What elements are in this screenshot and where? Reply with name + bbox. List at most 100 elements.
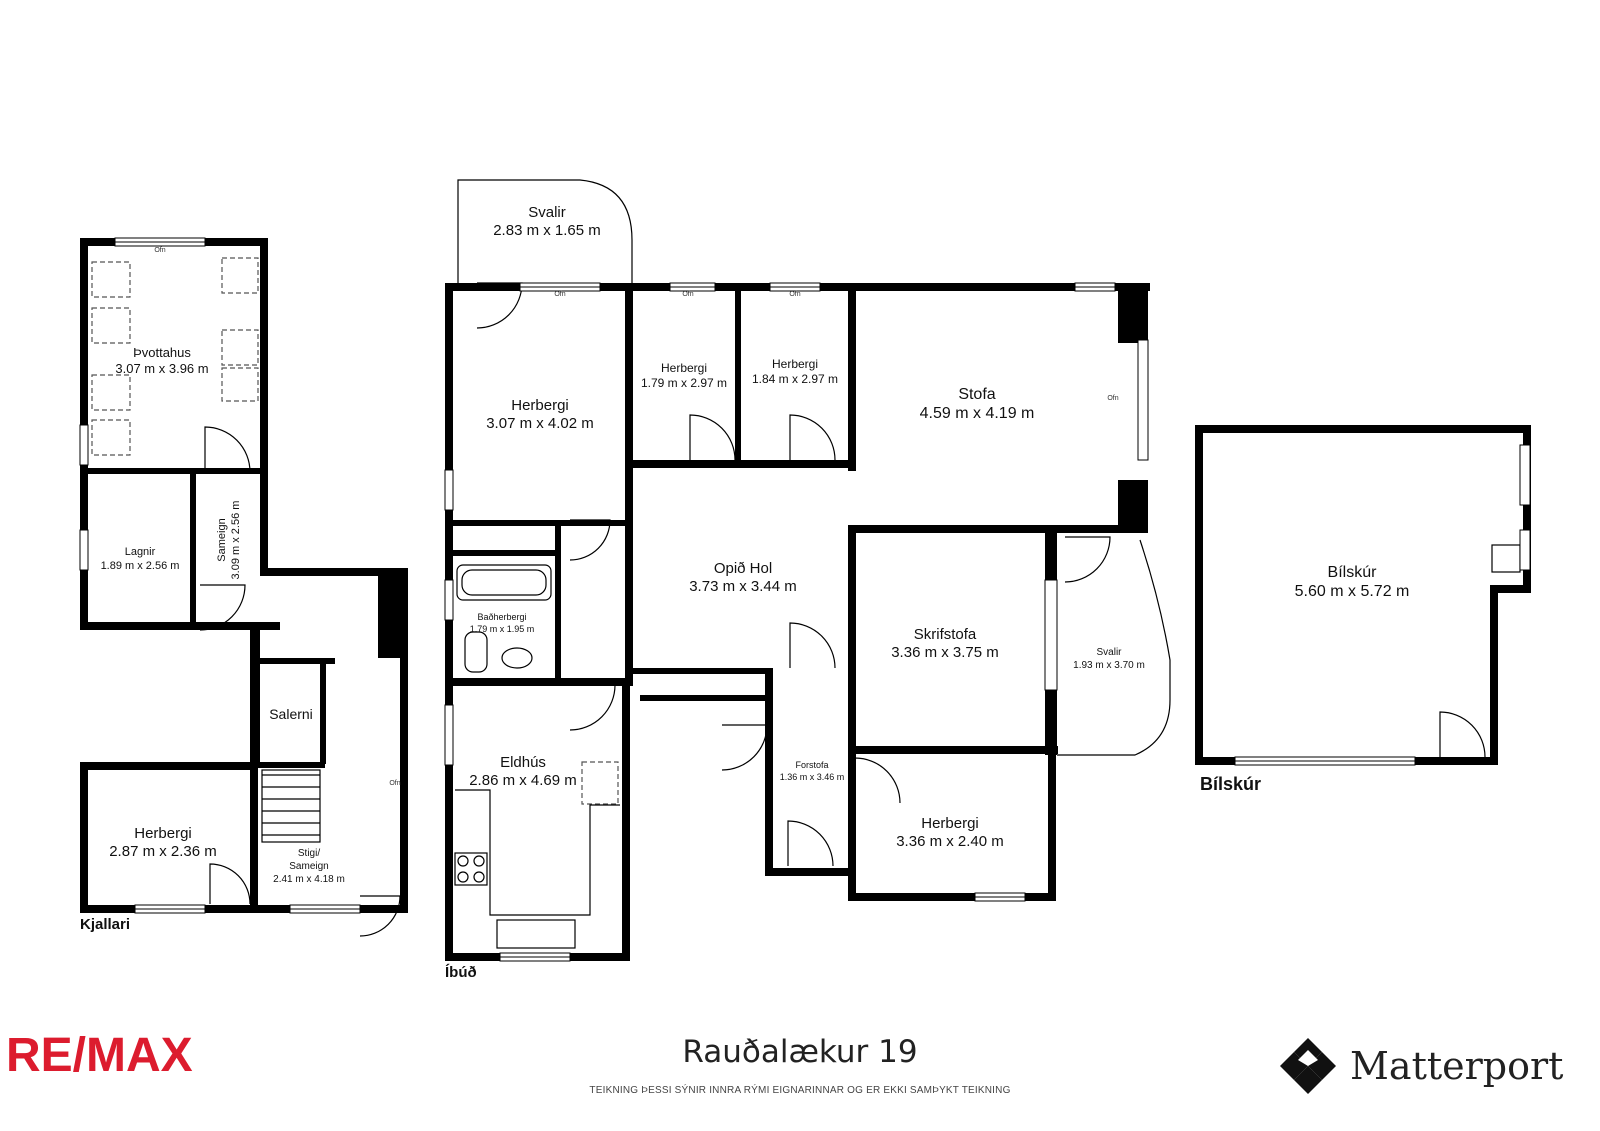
room-name: Forstofa bbox=[795, 760, 828, 770]
door-swing bbox=[1439, 711, 1486, 758]
room-dimensions: 1.84 m x 2.97 m bbox=[752, 372, 838, 386]
door-swing bbox=[359, 895, 401, 937]
window bbox=[1137, 339, 1149, 461]
wall-segment bbox=[1490, 585, 1498, 765]
wall-segment bbox=[260, 238, 268, 573]
window bbox=[79, 424, 89, 466]
wall-segment bbox=[88, 468, 260, 474]
room-dimensions: 1.79 m x 1.95 m bbox=[470, 624, 535, 634]
stove bbox=[454, 852, 488, 886]
room-name: Svalir bbox=[528, 204, 566, 221]
wall-segment bbox=[1195, 425, 1531, 433]
room-name: Skrifstofa bbox=[914, 626, 977, 643]
wall-segment bbox=[848, 893, 1056, 901]
appliance-outline bbox=[221, 257, 259, 294]
appliance-outline bbox=[581, 761, 619, 805]
appliance-outline bbox=[91, 307, 131, 344]
room-name: Svalir bbox=[1096, 647, 1122, 658]
room-name: Þvottahus bbox=[133, 345, 191, 360]
door-swing bbox=[854, 757, 901, 804]
wall-segment bbox=[848, 525, 856, 900]
door-swing bbox=[721, 724, 768, 771]
window bbox=[1519, 529, 1531, 571]
wall-segment bbox=[848, 746, 1058, 754]
room-dimensions: 3.36 m x 3.75 m bbox=[891, 644, 999, 661]
wall-segment bbox=[250, 622, 260, 762]
room-dimensions: 1.89 m x 2.56 m bbox=[101, 560, 180, 572]
wall-segment bbox=[555, 520, 561, 685]
wall-segment bbox=[625, 291, 633, 686]
room-dimensions: 5.60 m x 5.72 m bbox=[1295, 583, 1410, 600]
property-address: Rauðalækur 19 bbox=[682, 1034, 918, 1070]
windows bbox=[79, 237, 1531, 962]
wall-segment bbox=[622, 678, 630, 961]
appliance-outline bbox=[91, 374, 131, 411]
kitchen-counter bbox=[455, 789, 620, 916]
wall-segment bbox=[633, 460, 856, 468]
wall-segment bbox=[453, 550, 558, 556]
wall-segment bbox=[1195, 425, 1203, 765]
room-dimensions: 4.59 m x 4.19 m bbox=[920, 405, 1035, 422]
walls bbox=[80, 238, 1531, 961]
window bbox=[444, 469, 454, 511]
room-salerni: Salerni bbox=[269, 706, 313, 722]
window-label: Ofn bbox=[1107, 395, 1118, 402]
toilet bbox=[464, 631, 488, 673]
room-name: Herbergi bbox=[772, 357, 818, 371]
room-dimensions: 3.09 m x 2.56 m bbox=[230, 501, 242, 580]
room-name: Salerni bbox=[269, 706, 313, 722]
appliance-outline bbox=[91, 419, 131, 456]
window bbox=[444, 579, 454, 621]
wall-segment bbox=[1048, 746, 1056, 896]
door-swing bbox=[204, 426, 251, 473]
room-dimensions: 3.07 m x 4.02 m bbox=[486, 415, 594, 432]
room-dimensions: 2.86 m x 4.69 m bbox=[469, 772, 577, 789]
wall-segment bbox=[1118, 283, 1148, 343]
room-dimensions: 1.79 m x 2.97 m bbox=[641, 376, 727, 390]
window bbox=[444, 704, 454, 766]
stove-burner bbox=[473, 871, 485, 883]
window-label: Ofn bbox=[789, 291, 800, 298]
wall-segment bbox=[378, 576, 400, 658]
room-name: Herbergi bbox=[511, 397, 569, 414]
room-dimensions: 1.93 m x 3.70 m bbox=[1073, 660, 1145, 671]
door-swing bbox=[689, 414, 736, 461]
wall-segment bbox=[445, 283, 453, 961]
wall-segment bbox=[260, 568, 408, 576]
room-dimensions: 2.41 m x 4.18 m bbox=[273, 874, 345, 885]
room-name: Herbergi bbox=[134, 825, 192, 842]
door-swing bbox=[569, 519, 611, 561]
room-name: Opið Hol bbox=[714, 560, 772, 577]
wall-segment bbox=[255, 762, 325, 768]
floor-label-garage: Bílskúr bbox=[1200, 774, 1261, 794]
room-dimensions: 2.83 m x 1.65 m bbox=[493, 222, 601, 239]
fixtures bbox=[91, 179, 1521, 949]
floor-label-basement: Kjallari bbox=[80, 916, 130, 933]
wall-segment bbox=[445, 678, 630, 686]
wall-segment bbox=[848, 291, 856, 471]
wall-segment bbox=[1490, 585, 1531, 593]
room-dimensions: 3.36 m x 2.40 m bbox=[896, 833, 1004, 850]
door-swing bbox=[199, 584, 246, 631]
wall-segment bbox=[80, 238, 88, 468]
disclaimer-text: TEIKNING ÞESSI SÝNIR INNRA RÝMI EIGNARIN… bbox=[589, 1085, 1011, 1096]
appliance-outline bbox=[221, 367, 259, 402]
door-swing bbox=[209, 863, 251, 905]
wall-segment bbox=[1523, 425, 1531, 590]
stairs bbox=[261, 769, 321, 843]
door-swing bbox=[569, 684, 616, 731]
window-label: Ofn bbox=[682, 291, 693, 298]
sink bbox=[501, 647, 533, 669]
wall-segment bbox=[1118, 480, 1148, 532]
